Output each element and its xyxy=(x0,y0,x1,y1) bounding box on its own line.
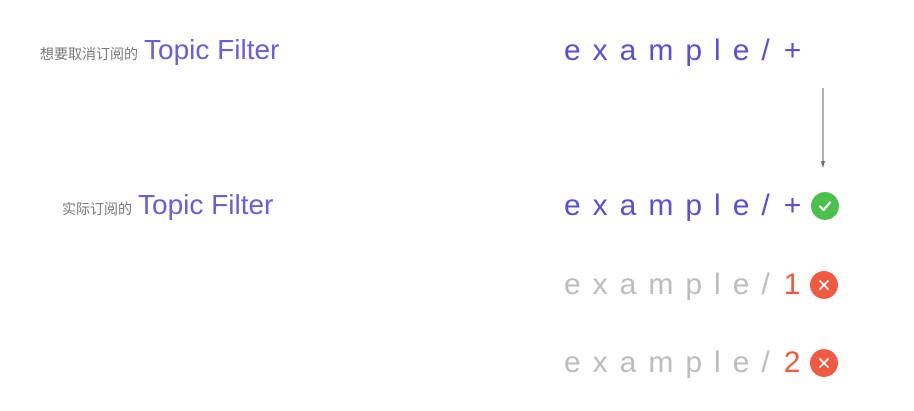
subscription-prefix: example/ xyxy=(564,346,782,379)
down-arrow-icon xyxy=(821,88,825,168)
subscription-level: 1 xyxy=(783,268,813,301)
unsubscribe-label: 想要取消订阅的 Topic Filter xyxy=(40,34,279,66)
subscription-item: example/ 1 xyxy=(564,268,839,302)
actual-label-en: Topic Filter xyxy=(138,189,274,220)
unsubscribe-label-cn: 想要取消订阅的 xyxy=(40,47,138,63)
topic-filter-level: + xyxy=(783,34,814,67)
subscription-prefix: example/ xyxy=(564,268,782,301)
subscription-level: + xyxy=(783,189,814,222)
cross-icon xyxy=(810,349,839,377)
subscription-level: 2 xyxy=(783,346,813,379)
actual-label-cn: 实际订阅的 xyxy=(62,202,132,218)
subscription-item: example/ + xyxy=(564,189,840,223)
topic-filter-prefix: example/ xyxy=(564,34,782,67)
check-icon xyxy=(811,192,840,220)
actual-subscription-label: 实际订阅的 Topic Filter xyxy=(62,189,273,221)
unsubscribe-topic-filter: example/ + xyxy=(564,34,813,68)
subscription-item: example/ 2 xyxy=(564,346,839,380)
unsubscribe-label-en: Topic Filter xyxy=(144,34,280,65)
subscription-prefix: example/ xyxy=(564,189,782,222)
cross-icon xyxy=(810,271,839,299)
